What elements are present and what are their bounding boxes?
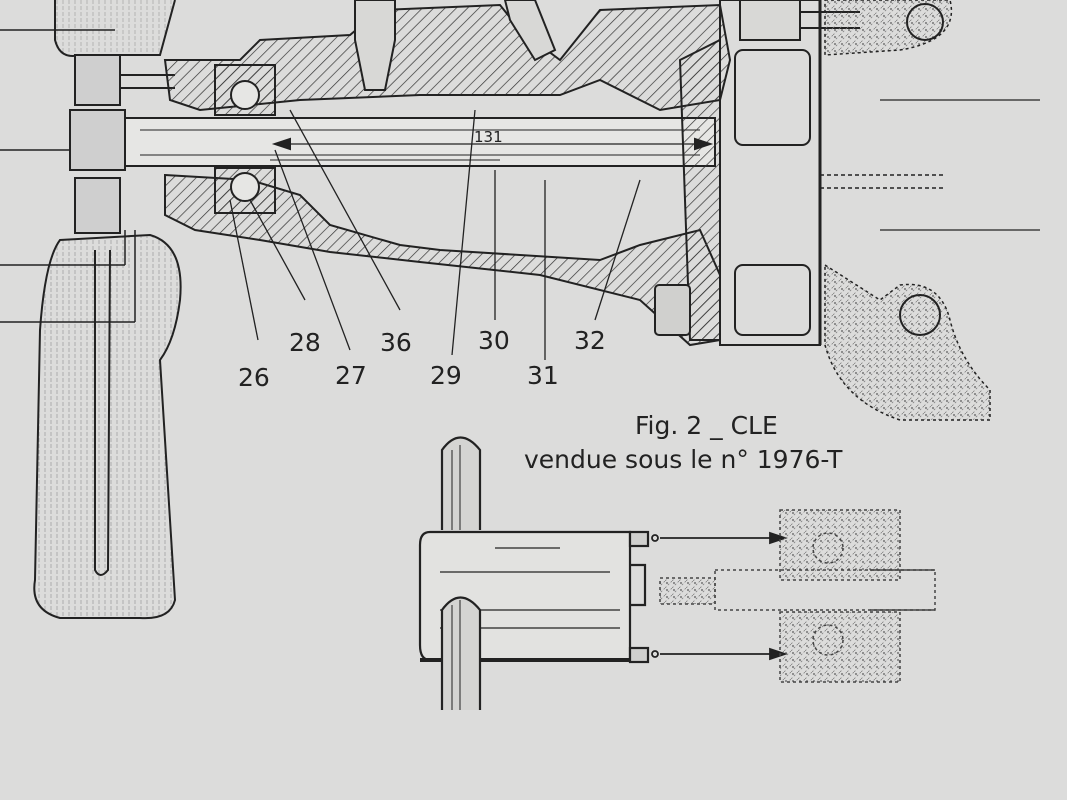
part-labels: 26 27 28 29 30 31 32 36	[238, 326, 606, 392]
dimension-131: 131	[474, 128, 503, 146]
figure-subcaption: vendue sous le n° 1976-T	[524, 445, 843, 474]
part-label-27: 27	[335, 361, 367, 390]
figure-caption: Fig. 2 _ CLE	[635, 411, 778, 440]
key-tool	[418, 436, 650, 710]
part-label-31: 31	[527, 361, 559, 390]
part-label-32: 32	[574, 326, 606, 355]
part-label-30: 30	[478, 326, 510, 355]
engagement-arrows	[651, 531, 788, 661]
pump-assembly-section	[0, 0, 1040, 620]
part-label-28: 28	[289, 328, 321, 357]
ball-bearing	[214, 64, 276, 214]
part-label-36: 36	[380, 328, 412, 357]
fan-blade	[33, 233, 182, 620]
pump-shaft	[124, 117, 716, 167]
part-label-29: 29	[430, 361, 462, 390]
part-label-26: 26	[238, 363, 270, 392]
bearing-housing-dotted	[659, 509, 936, 683]
